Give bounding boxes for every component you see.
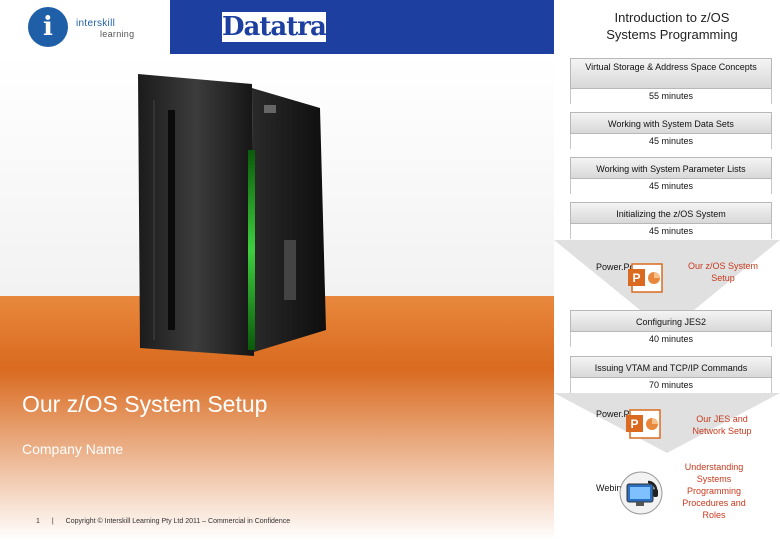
agenda-topic-3[interactable]: Working with System Parameter Lists bbox=[570, 157, 772, 179]
resource-title-1[interactable]: Our z/OS System Setup bbox=[687, 261, 758, 283]
resource-title-3[interactable]: Understanding Systems Programming Proced… bbox=[682, 462, 746, 520]
course-title-line-2: Systems Programming bbox=[606, 27, 738, 42]
agenda-topic-5[interactable]: Configuring JES2 bbox=[570, 310, 772, 332]
interskill-logo: i interskill learning bbox=[0, 0, 170, 54]
interskill-wordmark: interskill learning bbox=[76, 18, 135, 40]
powerpoint-icon[interactable]: P bbox=[626, 408, 666, 442]
copyright-text: Copyright © Interskill Learning Pty Ltd … bbox=[65, 518, 291, 525]
footer-separator: | bbox=[51, 518, 54, 525]
svg-text:P: P bbox=[630, 417, 638, 431]
course-title: Introduction to z/OS Systems Programming bbox=[572, 9, 772, 43]
powerpoint-icon[interactable]: P bbox=[628, 262, 668, 296]
agenda-time-1: 55 minutes bbox=[570, 89, 772, 104]
resource-label-2: Power.Point bbox=[596, 409, 645, 419]
logo-line-1: interskill bbox=[76, 18, 116, 29]
agenda-time-4: 45 minutes bbox=[570, 224, 772, 239]
agenda-time-2: 45 minutes bbox=[570, 134, 772, 149]
agenda-time-3: 45 minutes bbox=[570, 179, 772, 194]
webinar-icon[interactable] bbox=[618, 470, 664, 516]
resource-label-1: Power.Point bbox=[596, 262, 645, 272]
agenda-topic-1[interactable]: Virtual Storage & Address Space Concepts bbox=[570, 58, 772, 89]
agenda-time-5: 40 minutes bbox=[570, 332, 772, 347]
resource-label-3: Webinar bbox=[596, 483, 630, 493]
agenda-topic-4[interactable]: Initializing the z/OS System bbox=[570, 202, 772, 224]
agenda-topic-2[interactable]: Working with System Data Sets bbox=[570, 112, 772, 134]
svg-text:P: P bbox=[632, 271, 640, 285]
company-name: Company Name bbox=[22, 441, 124, 457]
datatrain-logo: Datatrain bbox=[222, 12, 354, 42]
section-arrow-2 bbox=[554, 393, 780, 453]
course-title-line-1: Introduction to z/OS bbox=[614, 10, 730, 25]
resource-title-2[interactable]: Our JES and Network Setup bbox=[692, 414, 752, 436]
footer: 1 | Copyright © Interskill Learning Pty … bbox=[36, 518, 300, 525]
page-number: 1 bbox=[36, 518, 40, 525]
logo-line-2: learning bbox=[100, 29, 135, 39]
hero-title: Our z/OS System Setup bbox=[22, 391, 268, 417]
agenda-time-6: 70 minutes bbox=[570, 378, 772, 393]
interskill-i-icon: i bbox=[28, 7, 68, 47]
section-arrow-1 bbox=[554, 240, 780, 332]
agenda-topic-6[interactable]: Issuing VTAM and TCP/IP Commands bbox=[570, 356, 772, 378]
mainframe-server-image bbox=[138, 74, 326, 356]
